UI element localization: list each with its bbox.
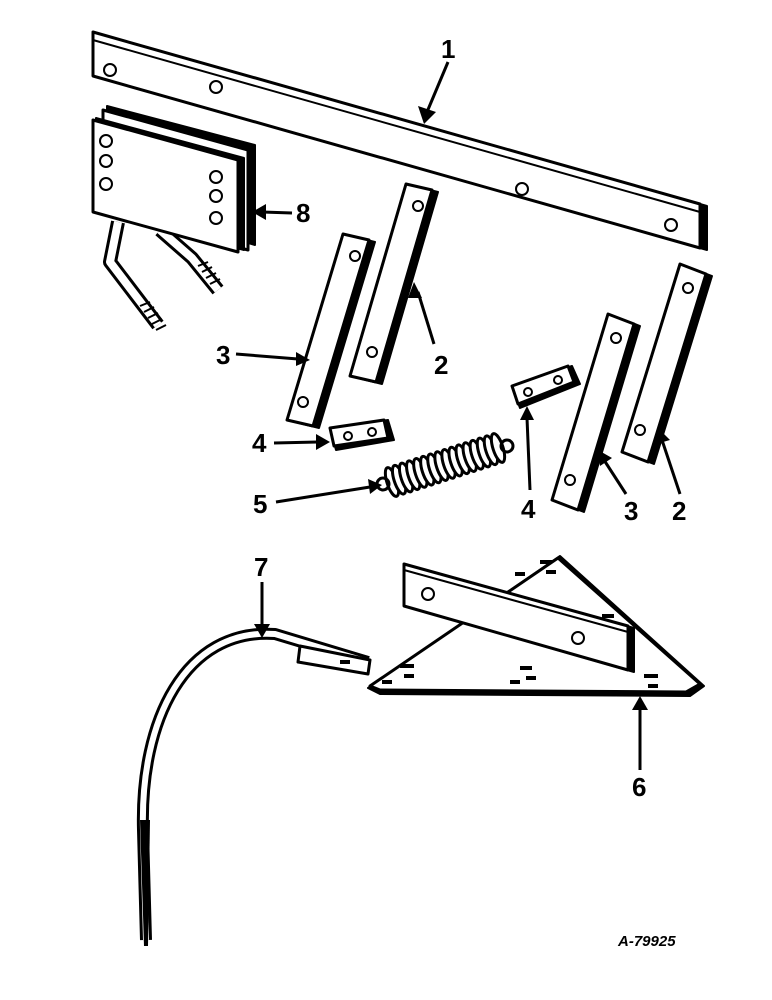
part-5-spring [375, 432, 515, 498]
part-4-bracket-right [510, 364, 581, 409]
leader-lines [235, 61, 682, 770]
spring-coil [489, 432, 507, 464]
part-7-curved-shank [136, 627, 372, 946]
u-bolt-threads [139, 261, 221, 331]
callout-3-right: 3 [624, 496, 638, 526]
callout-5: 5 [253, 489, 267, 519]
part-8-clamp-assembly [91, 105, 256, 331]
callout-labels: 1 8 2 3 4 5 4 3 2 7 6 [216, 34, 686, 802]
callout-4-right: 4 [521, 494, 536, 524]
callout-4-left: 4 [252, 428, 267, 458]
part-2-strap-left [348, 182, 439, 385]
callout-1: 1 [441, 34, 455, 64]
callout-2-left: 2 [434, 350, 448, 380]
part-3-strap-right [550, 312, 641, 513]
callout-3-left: 3 [216, 340, 230, 370]
callout-6: 6 [632, 772, 646, 802]
part-1-long-bar [91, 30, 708, 251]
part-4-bracket-left [328, 418, 395, 451]
callout-8: 8 [296, 198, 310, 228]
callout-7: 7 [254, 552, 268, 582]
part-2-strap-right [620, 262, 713, 465]
part-6-sweep-plate [367, 555, 705, 697]
reference-number: A-79925 [617, 933, 676, 950]
bolt-slots [382, 560, 658, 688]
callout-2-right: 2 [672, 496, 686, 526]
